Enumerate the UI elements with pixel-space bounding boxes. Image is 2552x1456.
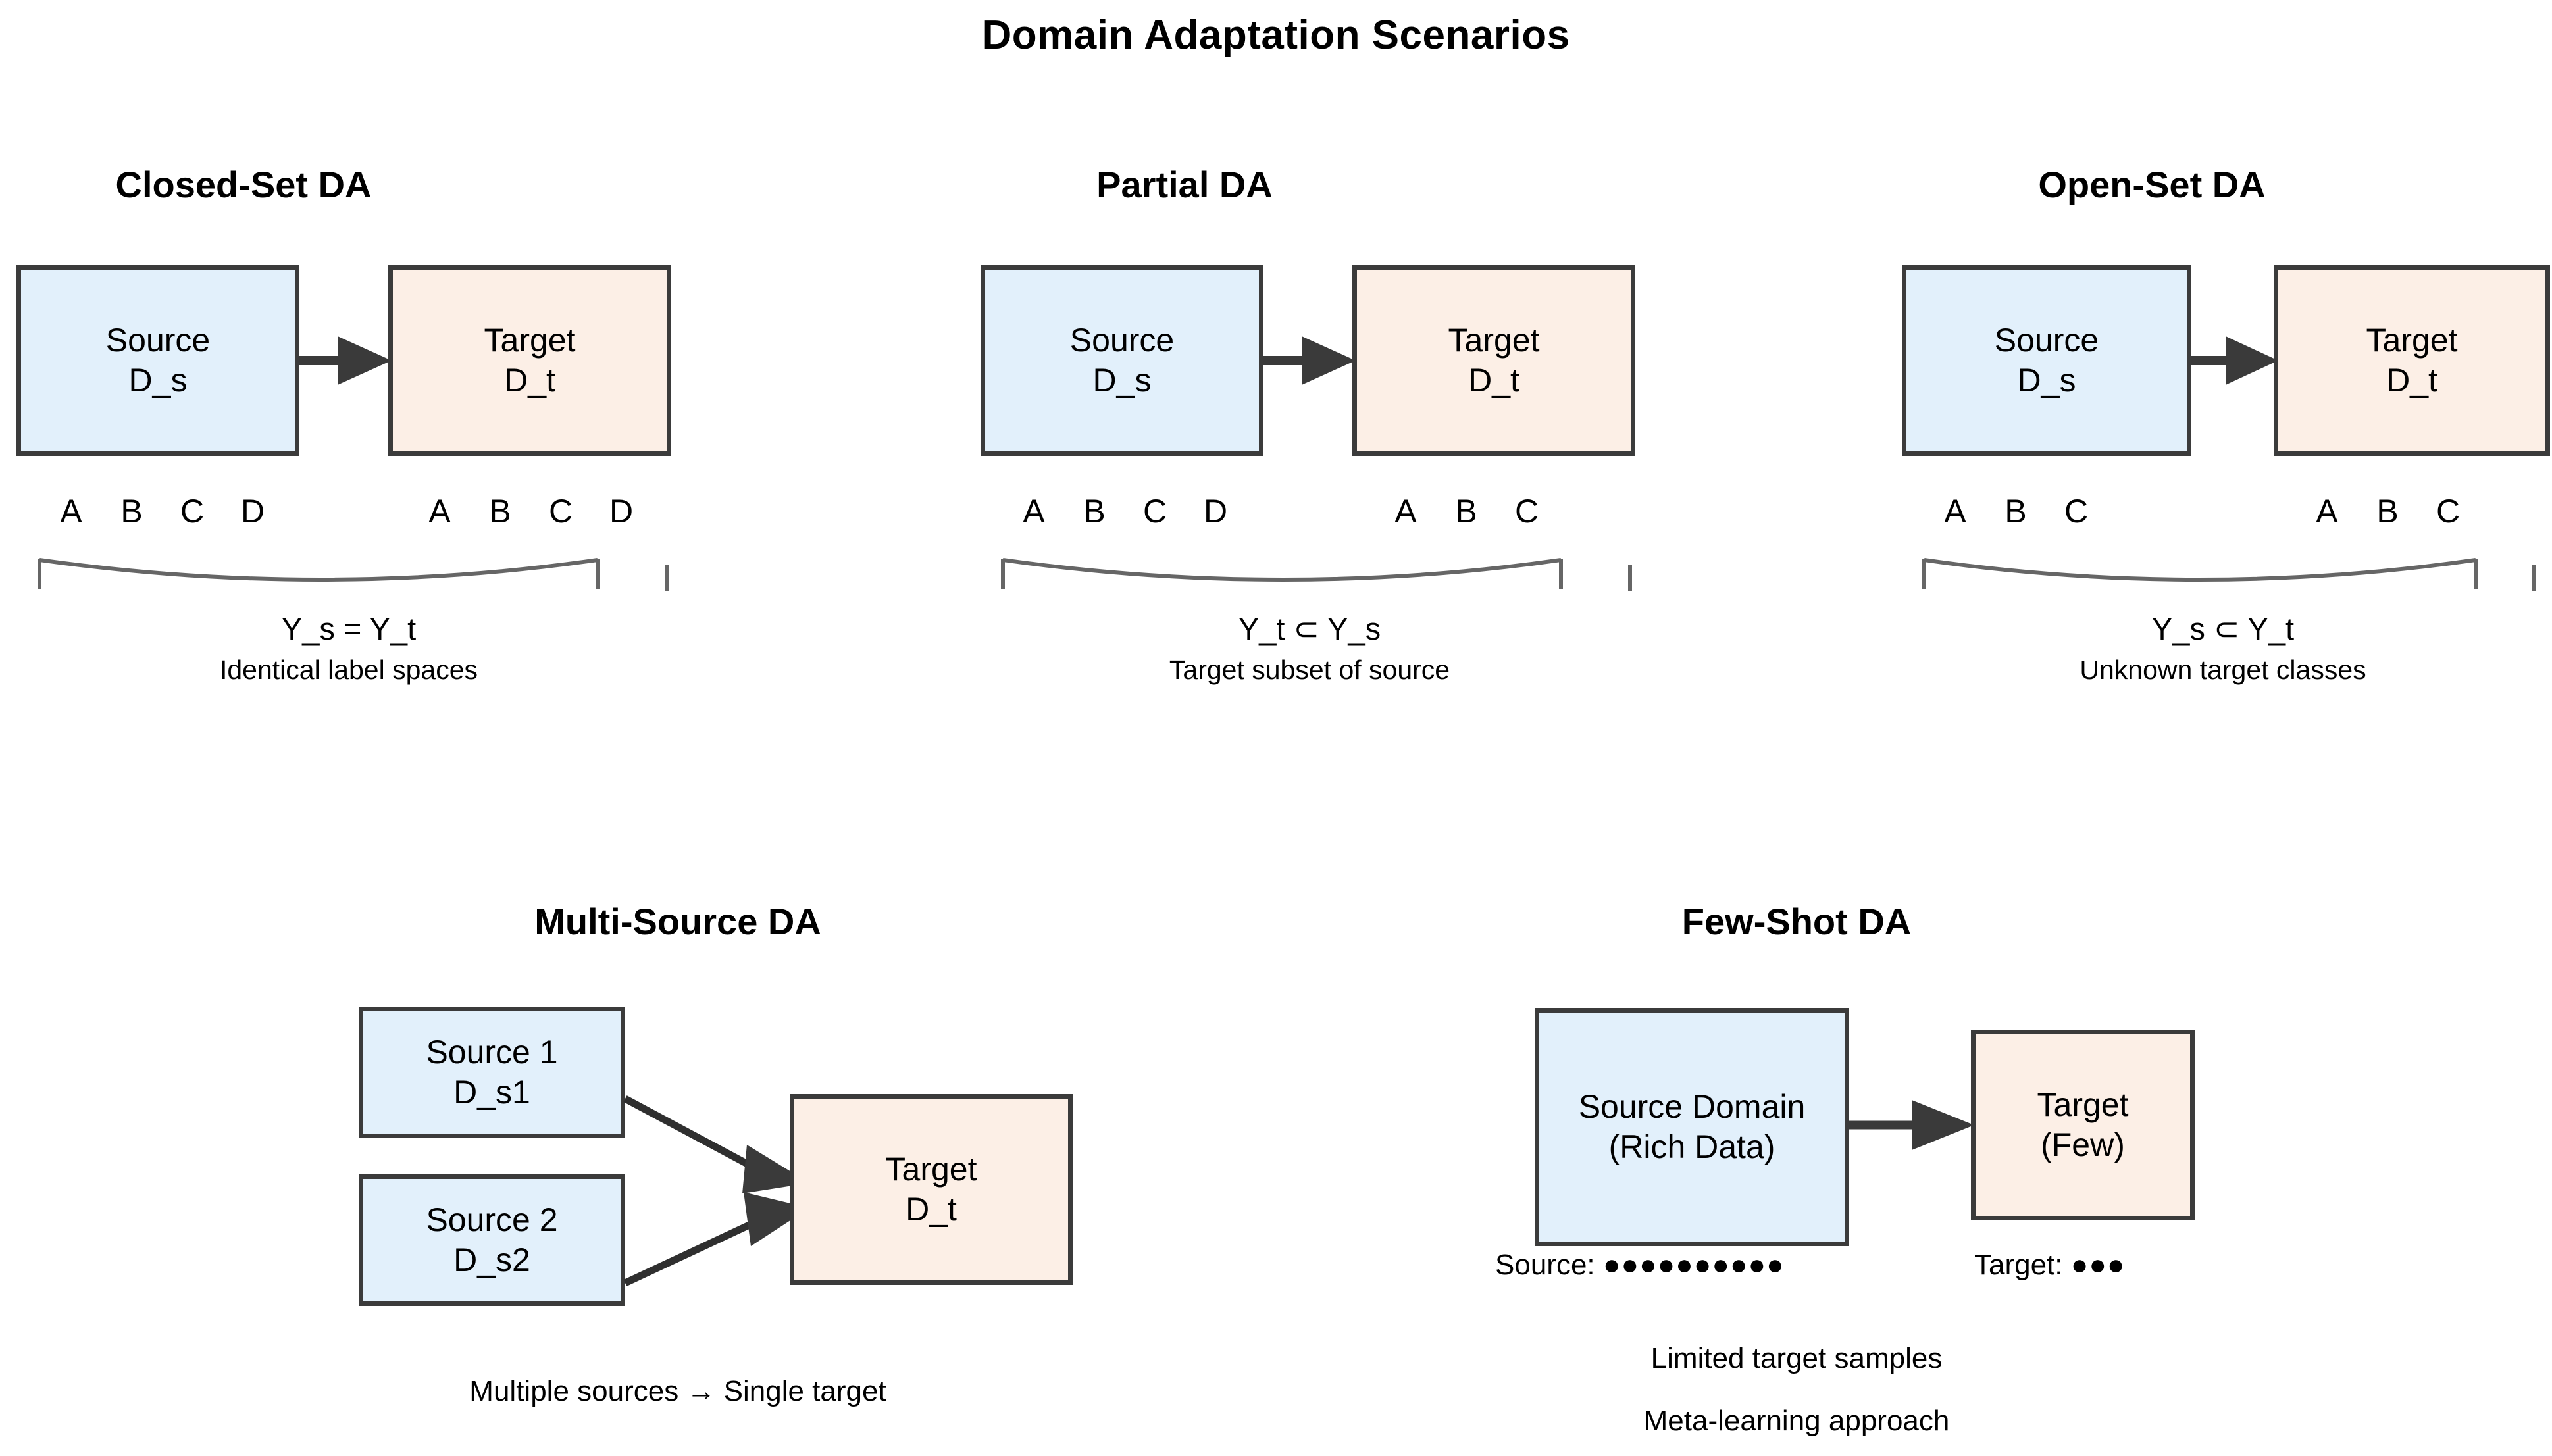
arrow-source-to-target-partial	[1263, 336, 1356, 385]
relation-closed-set: Y_s = Y_t	[281, 611, 417, 646]
target-box-partial[interactable]: Target D_t	[1352, 265, 1635, 456]
target-box-open-set[interactable]: Target D_t	[2274, 265, 2550, 456]
arrow-source-to-target-few-shot	[1849, 1100, 1974, 1150]
class-label: D	[609, 493, 634, 530]
source1-box-line2: D_s1	[453, 1074, 530, 1111]
target-box-line2: D_t	[2386, 362, 2437, 399]
label-space-brace-partial	[1001, 558, 1632, 591]
class-label: C	[2436, 493, 2461, 530]
source-box-line2: (Rich Data)	[1608, 1128, 1775, 1165]
target-box-line2: D_t	[1468, 362, 1519, 399]
source-box-open-set[interactable]: Source D_s	[1902, 265, 2191, 456]
panel-title-closed-set-da: Closed-Set DA	[115, 164, 372, 205]
class-label: B	[120, 493, 143, 530]
target-samples-dots: ●●●	[2070, 1249, 2126, 1281]
panel-title-open-set-da: Open-Set DA	[2038, 164, 2266, 205]
class-label: A	[428, 493, 451, 530]
description-closed-set: Identical label spaces	[219, 655, 478, 685]
arrow-source-to-target-closed-set	[299, 336, 392, 385]
source1-box-multi-source[interactable]: Source 1 D_s1	[359, 1007, 625, 1138]
page-title: Domain Adaptation Scenarios	[982, 13, 1570, 58]
source-box-line1: Source	[1994, 322, 2099, 359]
target-samples-label: Target:	[1974, 1249, 2063, 1281]
target-box-line2: D_t	[504, 362, 555, 399]
class-label: C	[2064, 493, 2089, 530]
source-box-line1: Source	[105, 322, 211, 359]
caption2-few-shot: Meta-learning approach	[1643, 1405, 1950, 1437]
class-label: C	[1514, 493, 1539, 530]
class-label: C	[548, 493, 573, 530]
target-box-line2: (Few)	[2041, 1126, 2125, 1163]
panel-title-multi-source-da: Multi-Source DA	[534, 901, 821, 942]
source-samples-dots: ●●●●●●●●●●	[1602, 1249, 1785, 1281]
source-samples-label: Source:	[1495, 1249, 1595, 1281]
description-partial: Target subset of source	[1169, 655, 1450, 685]
target-box-line1: Target	[1448, 322, 1540, 359]
relation-partial: Y_t ⊂ Y_s	[1238, 611, 1381, 646]
target-box-line1: Target	[2366, 322, 2458, 359]
class-label: A	[1023, 493, 1045, 530]
class-label: A	[1944, 493, 1966, 530]
source-box-line2: D_s	[1092, 362, 1152, 399]
source-box-line1: Source Domain	[1578, 1088, 1806, 1125]
panel-title-partial-da: Partial DA	[1096, 164, 1273, 205]
caption1-few-shot: Limited target samples	[1650, 1342, 1943, 1374]
target-box-line1: Target	[484, 322, 576, 359]
arrow-source-to-target-open-set	[2191, 336, 2278, 385]
relation-open-set: Y_s ⊂ Y_t	[2151, 611, 2295, 646]
target-box-closed-set[interactable]: Target D_t	[388, 265, 671, 456]
class-label: A	[2316, 493, 2338, 530]
description-open-set: Unknown target classes	[2080, 655, 2366, 685]
source-samples-few-shot: Source: ●●●●●●●●●●	[1495, 1249, 1785, 1282]
class-label: C	[1142, 493, 1167, 530]
source2-box-line2: D_s2	[453, 1242, 530, 1278]
arrows-sources-to-target-multi-source	[623, 1095, 809, 1286]
source1-box-line1: Source 1	[426, 1034, 558, 1070]
class-label: B	[489, 493, 511, 530]
source-box-line2: D_s	[128, 362, 188, 399]
class-label: B	[2376, 493, 2399, 530]
target-samples-few-shot: Target: ●●●	[1974, 1249, 2125, 1282]
class-label: B	[1455, 493, 1477, 530]
source2-box-line1: Source 2	[426, 1201, 558, 1238]
target-box-line1: Target	[885, 1151, 977, 1188]
caption-multi-source: Multiple sources → Single target	[469, 1375, 886, 1407]
class-label: B	[1083, 493, 1106, 530]
target-box-few-shot[interactable]: Target (Few)	[1971, 1030, 2195, 1220]
class-label: A	[1394, 493, 1417, 530]
class-label: D	[1203, 493, 1228, 530]
target-box-line2: D_t	[906, 1191, 957, 1228]
source-box-closed-set[interactable]: Source D_s	[16, 265, 299, 456]
source-box-partial[interactable]: Source D_s	[981, 265, 1263, 456]
class-label: A	[60, 493, 82, 530]
source2-box-multi-source[interactable]: Source 2 D_s2	[359, 1174, 625, 1306]
class-label: B	[2004, 493, 2027, 530]
target-box-line1: Target	[2037, 1086, 2129, 1123]
label-space-brace-closed-set	[38, 558, 669, 591]
panel-title-few-shot-da: Few-Shot DA	[1681, 901, 1912, 942]
class-label: C	[180, 493, 205, 530]
source-box-line2: D_s	[2017, 362, 2076, 399]
target-box-multi-source[interactable]: Target D_t	[790, 1094, 1073, 1285]
class-label: D	[240, 493, 265, 530]
source-box-line1: Source	[1069, 322, 1175, 359]
label-space-brace-open-set	[1922, 558, 2536, 591]
source-box-few-shot[interactable]: Source Domain (Rich Data)	[1535, 1008, 1849, 1246]
